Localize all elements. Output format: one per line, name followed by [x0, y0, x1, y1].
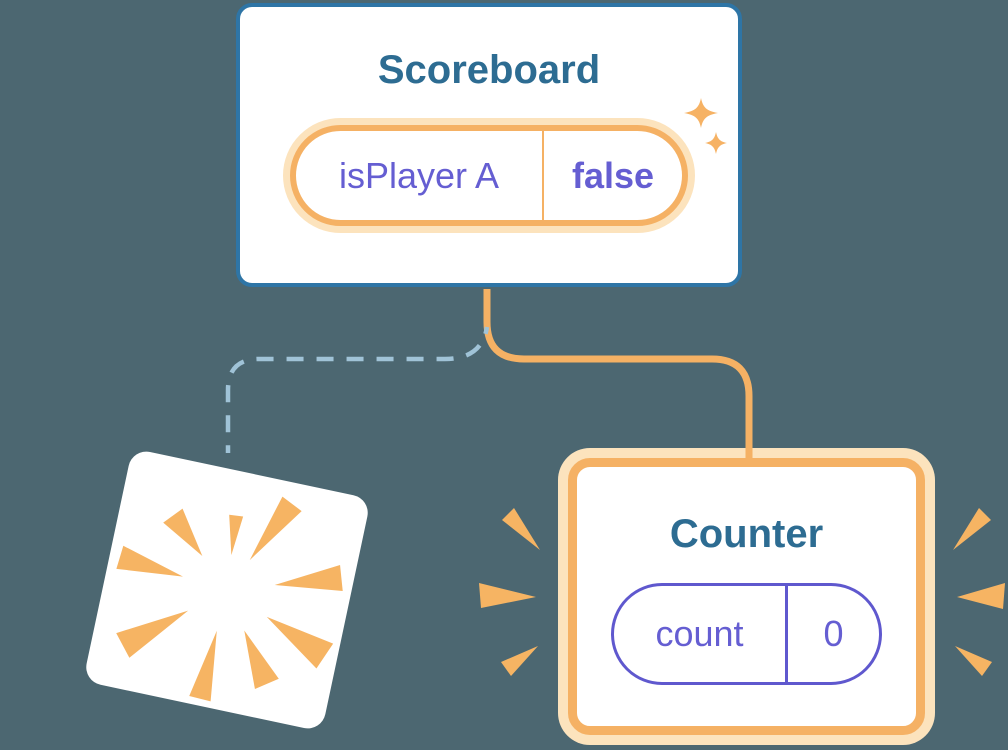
connector-solid — [483, 289, 753, 461]
counter-state-pill: count 0 — [611, 583, 882, 685]
state-value-label: 0 — [823, 613, 844, 654]
state-value-label: false — [571, 154, 655, 196]
poof-burst-icon — [86, 451, 368, 729]
scoreboard-state-pill: isPlayer A false — [290, 125, 688, 226]
state-name-label: isPlayer A — [296, 131, 544, 220]
counter-node: Counter count 0 — [568, 458, 925, 735]
scoreboard-title: Scoreboard — [377, 48, 601, 92]
state-name-label: count — [614, 586, 788, 682]
counter-title: Counter — [669, 512, 824, 556]
connector-dashed — [225, 326, 490, 453]
scoreboard-node: Scoreboard isPlayer A false — [236, 3, 742, 287]
